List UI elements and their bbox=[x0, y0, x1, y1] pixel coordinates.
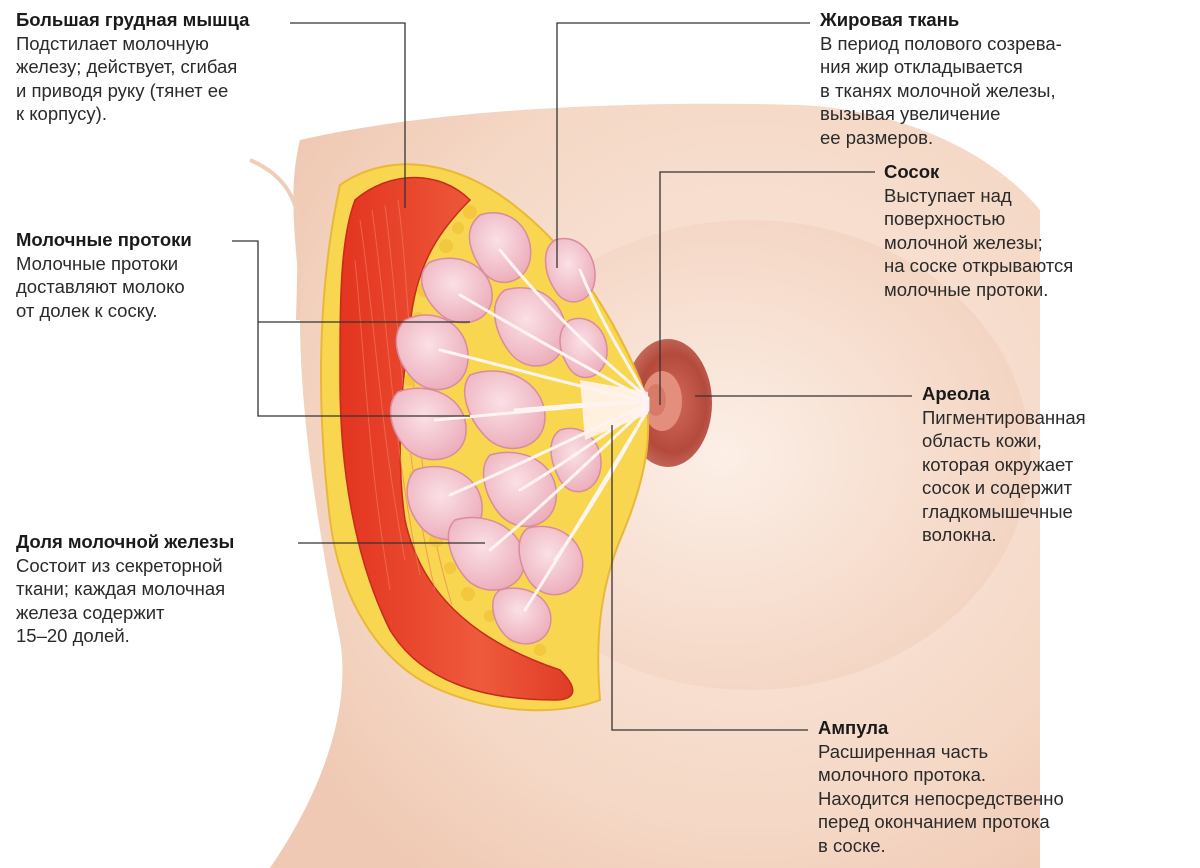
label-description: Расширенная часть молочного протока. Нах… bbox=[818, 740, 1064, 858]
label-title: Сосок bbox=[884, 160, 1073, 184]
label-ampulla: Ампула Расширенная часть молочного прото… bbox=[818, 716, 1064, 857]
label-title: Ампула bbox=[818, 716, 1064, 740]
label-description: Подстилает молочную железу; действует, с… bbox=[16, 32, 249, 126]
label-pectoral-muscle: Большая грудная мышца Подстилает молочну… bbox=[16, 8, 249, 126]
label-title: Молочные протоки bbox=[16, 228, 192, 252]
label-title: Большая грудная мышца bbox=[16, 8, 249, 32]
label-description: Состоит из секреторной ткани; каждая мол… bbox=[16, 554, 234, 648]
label-title: Доля молочной железы bbox=[16, 530, 234, 554]
label-description: Пигментированная область кожи, которая о… bbox=[922, 406, 1086, 547]
label-fat-tissue: Жировая ткань В период полового созрева-… bbox=[820, 8, 1062, 149]
label-gland-lobe: Доля молочной железы Состоит из секретор… bbox=[16, 530, 234, 648]
label-description: Молочные протоки доставляют молоко от до… bbox=[16, 252, 192, 323]
label-description: В период полового созрева- ния жир откла… bbox=[820, 32, 1062, 150]
label-title: Ареола bbox=[922, 382, 1086, 406]
label-nipple: Сосок Выступает над поверхностью молочно… bbox=[884, 160, 1073, 301]
label-description: Выступает над поверхностью молочной желе… bbox=[884, 184, 1073, 302]
label-milk-ducts: Молочные протоки Молочные протоки достав… bbox=[16, 228, 192, 322]
label-areola: Ареола Пигментированная область кожи, ко… bbox=[922, 382, 1086, 547]
label-title: Жировая ткань bbox=[820, 8, 1062, 32]
